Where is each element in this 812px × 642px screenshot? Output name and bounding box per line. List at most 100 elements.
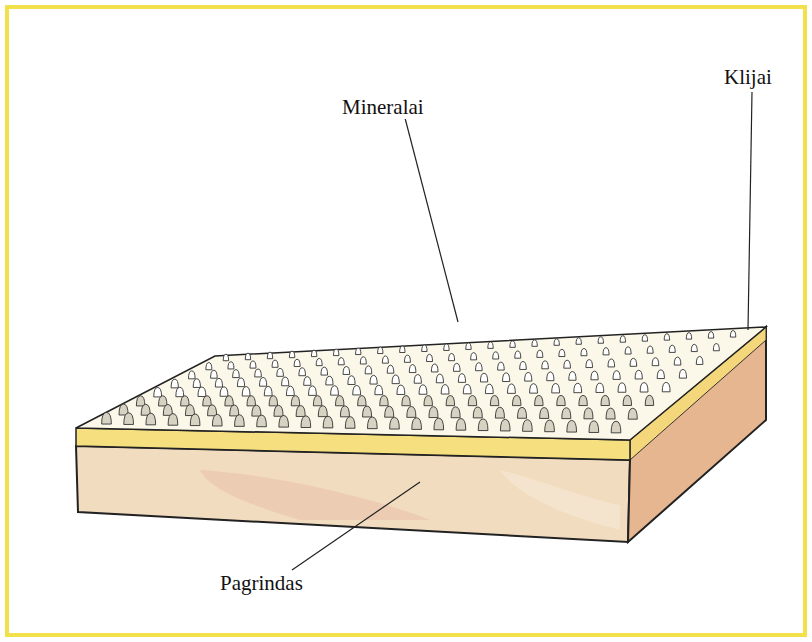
- mineral-grain: [299, 368, 306, 376]
- mineral-grain: [567, 420, 577, 432]
- mineral-grain: [730, 331, 735, 337]
- mineral-grain: [517, 407, 526, 418]
- mineral-grain: [264, 386, 272, 395]
- mineral-grain: [608, 359, 615, 367]
- mineral-grain: [198, 387, 206, 396]
- mineral-grain: [176, 387, 184, 396]
- mineral-grain: [181, 396, 189, 406]
- mineral-grain: [713, 344, 719, 351]
- mineral-grain: [630, 358, 637, 366]
- mineral-grain: [304, 377, 311, 386]
- mineral-grain: [407, 406, 416, 417]
- mineral-grain: [532, 340, 537, 346]
- mineral-grain: [171, 379, 178, 388]
- mineral-grain: [476, 363, 483, 371]
- mineral-grain: [530, 384, 538, 393]
- mineral-grain: [679, 369, 686, 378]
- mineral-grain: [586, 360, 593, 368]
- mineral-grain: [503, 373, 510, 382]
- mineral-grain: [203, 396, 211, 406]
- mineral-grain: [356, 348, 361, 354]
- mineral-grain: [311, 350, 316, 356]
- mineral-grain: [422, 345, 427, 351]
- mineral-grain: [269, 396, 277, 406]
- mineral-grain: [272, 360, 278, 367]
- mineral-grain: [414, 375, 421, 384]
- mineral-grain: [409, 365, 416, 373]
- mineral-grain: [691, 344, 697, 351]
- mineral-grain: [485, 384, 493, 393]
- part-label: Mineralai: [340, 96, 426, 119]
- base-tint: [500, 470, 620, 530]
- mineral-grain: [623, 395, 631, 405]
- mineral-grain: [562, 408, 571, 419]
- mineral-grain: [525, 372, 532, 381]
- mineral-grain: [190, 414, 200, 426]
- mineral-grain: [397, 385, 405, 394]
- mineral-grain: [446, 396, 454, 406]
- mineral-grain: [313, 396, 321, 406]
- mineral-grain: [488, 342, 493, 348]
- mineral-grain: [274, 405, 283, 416]
- mineral-grain: [294, 359, 300, 366]
- mineral-grain: [434, 418, 444, 430]
- mineral-grain: [390, 417, 400, 429]
- mineral-grain: [257, 415, 267, 427]
- mineral-grain: [289, 351, 294, 357]
- mineral-grain: [235, 415, 245, 427]
- mineral-grain: [228, 362, 234, 369]
- mineral-grain: [574, 383, 582, 392]
- mineral-grain: [392, 375, 399, 384]
- mineral-grain: [523, 420, 533, 432]
- part-label: Klijai: [722, 66, 774, 89]
- mineral-grain: [345, 417, 355, 429]
- mineral-grain: [579, 395, 587, 405]
- mineral-grain: [333, 349, 338, 355]
- mineral-grain: [647, 346, 653, 353]
- mineral-grain: [286, 386, 294, 395]
- mineral-grain: [535, 395, 543, 405]
- mineral-grain: [436, 374, 443, 383]
- mineral-grain: [596, 383, 604, 392]
- mineral-grain: [581, 348, 587, 355]
- mineral-grain: [323, 416, 333, 428]
- mineral-grain: [520, 361, 527, 369]
- part-label: Pagrindas: [218, 572, 305, 595]
- mineral-grain: [635, 370, 642, 379]
- mineral-grain: [669, 345, 675, 352]
- mineral-grain: [468, 395, 476, 405]
- mineral-grain: [252, 405, 261, 416]
- mineral-grain: [540, 408, 549, 419]
- mineral-grain: [441, 385, 449, 394]
- leader-line: [748, 92, 752, 330]
- mineral-grain: [466, 343, 471, 349]
- mineral-grain: [613, 371, 620, 380]
- mineral-grain: [370, 375, 377, 384]
- leader-line: [292, 482, 420, 570]
- mineral-grain: [375, 385, 383, 394]
- mineral-grain: [279, 415, 289, 427]
- mineral-grain: [453, 363, 460, 371]
- mineral-grain: [193, 379, 200, 388]
- mineral-grain: [620, 336, 625, 342]
- mineral-grain: [402, 396, 410, 406]
- mineral-grain: [473, 407, 482, 418]
- mineral-grain: [206, 363, 212, 370]
- mineral-grain: [326, 376, 333, 385]
- mineral-grain: [277, 368, 284, 376]
- mineral-grain: [146, 413, 156, 425]
- mineral-grain: [547, 372, 554, 381]
- mineral-grain: [429, 407, 438, 418]
- mineral-grain: [159, 396, 167, 406]
- mineral-grain: [456, 419, 466, 431]
- mineral-grain: [427, 354, 433, 361]
- mineral-grain: [451, 407, 460, 418]
- mineral-grain: [404, 355, 410, 362]
- mineral-grain: [569, 372, 576, 381]
- mineral-grain: [358, 396, 366, 406]
- mineral-grain: [493, 352, 499, 359]
- mineral-grain: [478, 419, 488, 431]
- mineral-grain: [576, 338, 581, 344]
- mineral-grain: [554, 339, 559, 345]
- mineral-grain: [419, 385, 427, 394]
